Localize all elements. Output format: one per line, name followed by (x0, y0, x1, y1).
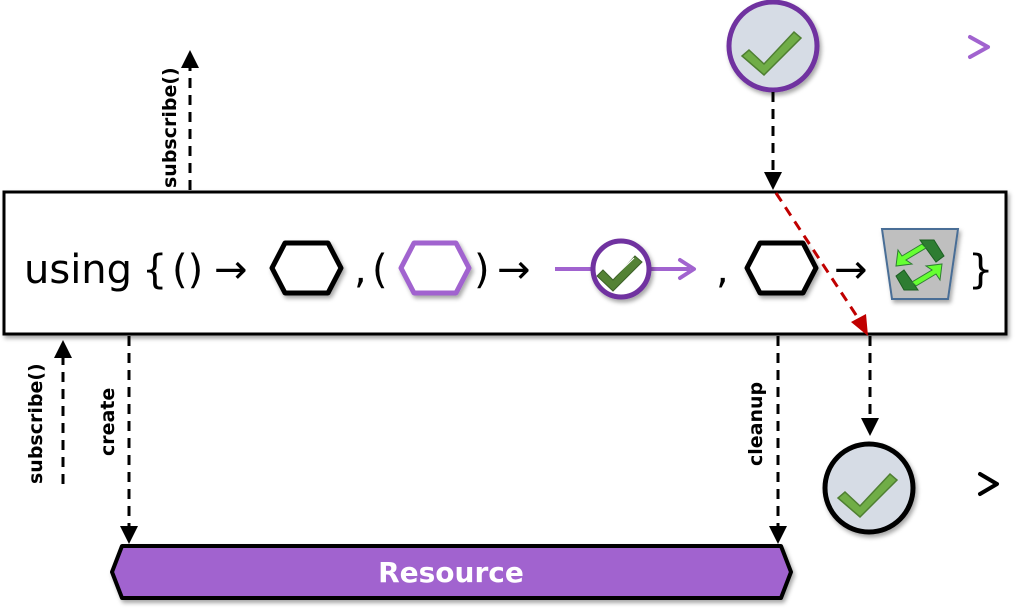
create-arrow: create (97, 336, 138, 544)
resource-factory-parens: () (172, 247, 203, 293)
source-timeline-arrowhead (968, 35, 990, 59)
subscribe-top-label: subscribe() (159, 67, 181, 188)
resource-bar: Resource (110, 544, 793, 600)
hexagon-resource-purple-icon (398, 240, 472, 296)
comma-1: , (354, 247, 367, 293)
cleanup-label: cleanup (745, 382, 767, 466)
mini-timeline-arrowhead (678, 258, 696, 280)
arrow-3: → (834, 247, 868, 293)
output-complete-arrowhead (861, 418, 879, 436)
complete-propagation-arrow (764, 92, 782, 190)
operator-box: using { () → , ( ) → , → (2, 190, 1008, 336)
checkmark-icon (740, 30, 803, 77)
source-complete-circle (726, 0, 820, 93)
completion-forward-arrow (774, 192, 868, 336)
subscribe-bottom-arrow: subscribe() (25, 340, 72, 484)
output-complete-marker (822, 441, 916, 535)
operator-keyword: using (24, 247, 132, 293)
recycle-bin-icon (880, 228, 960, 300)
subscribe-bottom-arrowhead (54, 340, 72, 358)
output-timeline (62, 441, 999, 535)
hexagon-resource-icon (269, 240, 344, 296)
resource-lifetime-shape (110, 544, 793, 600)
output-timeline-arrowhead (978, 472, 999, 496)
checkmark-icon (836, 472, 899, 519)
source-complete-marker (726, 0, 820, 93)
arrow-2: → (497, 247, 531, 293)
open-brace: { (142, 247, 167, 293)
create-arrowhead (120, 526, 138, 544)
resource-label: Resource (378, 556, 524, 589)
hexagon-cleanup-input-icon (744, 240, 819, 296)
complete-arrowhead (764, 172, 782, 190)
red-dashed-line (774, 192, 860, 319)
arrow-1: → (214, 247, 248, 293)
subscribe-top-arrow: subscribe() (159, 50, 199, 190)
close-paren: ) (474, 247, 490, 293)
mini-checkmark-icon (596, 255, 643, 292)
red-arrowhead (851, 314, 868, 336)
subscribe-top-arrowhead (181, 50, 199, 68)
open-paren: ( (372, 247, 388, 293)
operator-box-frame (2, 190, 1008, 336)
output-complete-circle (822, 441, 916, 535)
subscribe-bottom-label: subscribe() (25, 363, 47, 484)
source-timeline (193, 0, 990, 93)
output-complete-arrow (861, 336, 879, 436)
cleanup-arrow: cleanup (745, 336, 787, 544)
comma-2: , (716, 247, 729, 293)
observable-complete-icon (555, 238, 696, 300)
mini-checkmark-highlight (605, 257, 635, 279)
close-brace: } (968, 247, 993, 293)
cleanup-arrowhead (769, 526, 787, 544)
mini-complete-circle (590, 238, 652, 300)
create-label: create (97, 388, 119, 456)
